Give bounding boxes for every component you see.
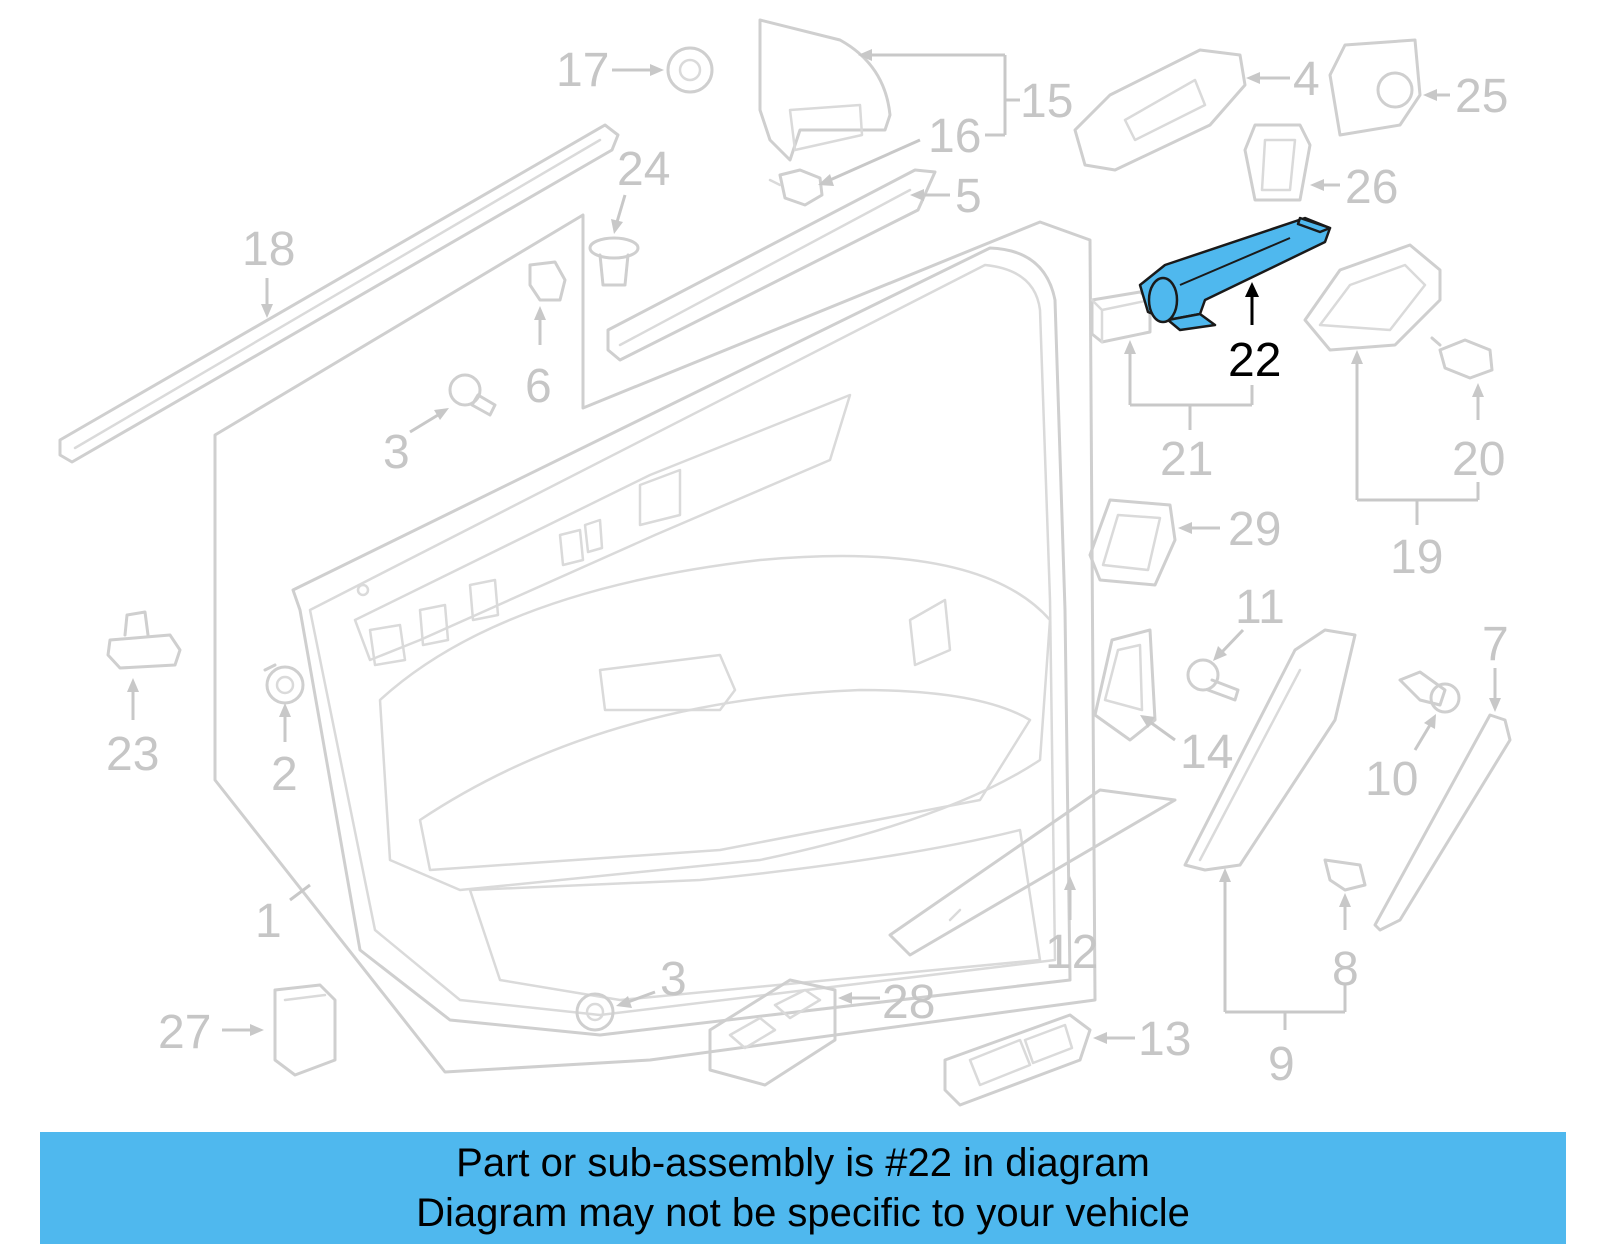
part-23-clip bbox=[106, 610, 182, 670]
part-22-highlighted bbox=[1138, 216, 1332, 332]
label-15: 15 bbox=[1020, 75, 1073, 128]
banner-line-2: Diagram may not be specific to your vehi… bbox=[416, 1191, 1190, 1235]
part-13-switch-bezel bbox=[943, 1013, 1092, 1107]
part-28-window-switch-assembly bbox=[708, 978, 837, 1087]
label-4: 4 bbox=[1293, 53, 1320, 106]
part-20-bolt bbox=[1430, 336, 1494, 380]
label-23: 23 bbox=[106, 728, 159, 781]
part-17-grommet bbox=[666, 46, 714, 94]
part-12-armrest-trim bbox=[888, 788, 1177, 957]
part-2-fastener bbox=[263, 663, 305, 705]
part-3-fastener-lower bbox=[575, 992, 615, 1032]
label-18: 18 bbox=[242, 223, 295, 276]
label-28: 28 bbox=[882, 976, 935, 1029]
label-12: 12 bbox=[1045, 926, 1098, 979]
label-3-upper: 3 bbox=[383, 426, 410, 479]
label-2: 2 bbox=[271, 748, 298, 801]
label-24: 24 bbox=[617, 143, 670, 196]
label-9: 9 bbox=[1268, 1038, 1295, 1091]
label-22: 22 bbox=[1228, 334, 1281, 387]
callout-labels: 17 15 16 5 4 25 26 24 18 6 3 22 21 20 29… bbox=[106, 44, 1509, 1091]
label-25: 25 bbox=[1455, 70, 1508, 123]
part-15-mirror-cover bbox=[758, 18, 892, 162]
part-11-screw bbox=[1186, 658, 1240, 702]
label-20: 20 bbox=[1452, 433, 1505, 486]
part-4-inner-handle bbox=[1073, 48, 1247, 172]
label-21: 21 bbox=[1160, 433, 1213, 486]
info-banner: Part or sub-assembly is #22 in diagram D… bbox=[40, 1132, 1566, 1244]
part-21-connector bbox=[1090, 290, 1152, 344]
label-14: 14 bbox=[1180, 726, 1233, 779]
part-25-switch bbox=[1328, 38, 1422, 137]
part-1-door-trim-panel bbox=[213, 213, 1097, 1074]
label-13: 13 bbox=[1138, 1013, 1191, 1066]
callout-lines bbox=[127, 49, 1501, 1044]
label-17: 17 bbox=[556, 44, 609, 97]
part-9-door-pull bbox=[1183, 628, 1357, 872]
label-26: 26 bbox=[1345, 161, 1398, 214]
label-1: 1 bbox=[255, 895, 282, 948]
part-16-clip bbox=[768, 168, 824, 207]
label-29: 29 bbox=[1228, 503, 1281, 556]
label-11: 11 bbox=[1235, 581, 1285, 634]
part-26-switch bbox=[1243, 123, 1312, 202]
part-29-switch bbox=[1088, 498, 1177, 587]
part-3-fastener-upper bbox=[448, 373, 497, 417]
part-8-clip bbox=[1323, 858, 1367, 892]
part-14-handle-bezel bbox=[1093, 628, 1157, 742]
label-7: 7 bbox=[1482, 618, 1509, 671]
part-6-clip bbox=[528, 260, 567, 302]
part-7-trim-strip bbox=[1373, 713, 1512, 932]
label-3-lower: 3 bbox=[660, 953, 687, 1006]
part-10-screw bbox=[1398, 670, 1461, 714]
label-27: 27 bbox=[158, 1006, 211, 1059]
part-27-switch bbox=[273, 983, 337, 1077]
part-24-push-pin bbox=[588, 236, 640, 287]
label-6: 6 bbox=[525, 360, 552, 413]
label-16: 16 bbox=[928, 110, 981, 163]
label-19: 19 bbox=[1390, 531, 1443, 584]
label-8: 8 bbox=[1332, 943, 1359, 996]
part-19-outer-handle-assembly bbox=[1303, 243, 1442, 352]
label-5: 5 bbox=[955, 170, 982, 223]
part-5-trim-strip bbox=[606, 168, 937, 362]
label-10: 10 bbox=[1365, 753, 1418, 806]
part-18-belt-molding bbox=[58, 123, 620, 464]
banner-line-1: Part or sub-assembly is #22 in diagram bbox=[456, 1141, 1150, 1185]
